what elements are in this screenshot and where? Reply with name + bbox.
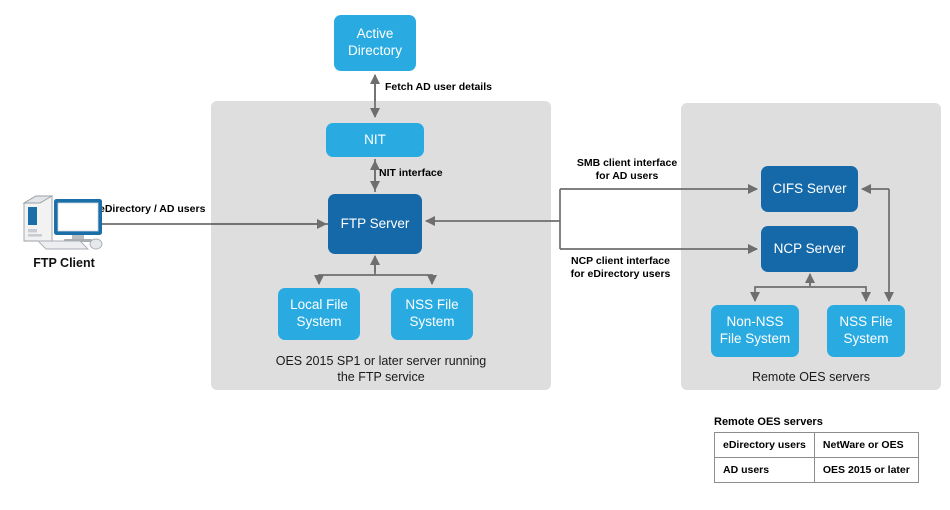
node-ftp-server[interactable]: FTP Server <box>328 194 422 254</box>
node-nss-file-system-remote[interactable]: NSS File System <box>827 305 905 357</box>
node-nss-file-system-local[interactable]: NSS File System <box>391 288 473 340</box>
legend-title: Remote OES servers <box>714 416 823 428</box>
caption-local-oes-server: OES 2015 SP1 or later server running the… <box>275 354 487 385</box>
edge-ftp-to-nss-fs <box>375 274 438 286</box>
node-local-file-system[interactable]: Local File System <box>278 288 360 340</box>
label-fetch-ad-user-details: Fetch AD user details <box>385 81 492 93</box>
legend-platform: NetWare or OES <box>813 432 919 458</box>
edge-ncp-to-nss-fs <box>810 286 872 303</box>
legend-user-type: eDirectory users <box>714 432 815 458</box>
edge-ftp-to-local-fs <box>313 274 375 286</box>
label-ncp-client-interface: NCP client interface for eDirectory user… <box>570 255 671 280</box>
ftp-client-label: FTP Client <box>33 256 95 270</box>
desktop-computer-icon <box>22 195 103 250</box>
node-ncp-server[interactable]: NCP Server <box>761 226 858 272</box>
legend-user-type: AD users <box>714 457 815 483</box>
legend-platform: OES 2015 or later <box>813 457 919 483</box>
label-edirectory-ad-users: eDirectory / AD users <box>99 203 206 215</box>
table-row: AD users OES 2015 or later <box>714 457 919 483</box>
label-smb-client-interface: SMB client interface for AD users <box>576 157 678 182</box>
node-cifs-server[interactable]: CIFS Server <box>761 166 858 212</box>
label-nit-interface: NIT interface <box>379 167 443 179</box>
node-nit[interactable]: NIT <box>326 123 424 157</box>
edge-ncp-to-non-nss-fs <box>749 286 810 303</box>
table-row: eDirectory users NetWare or OES <box>714 432 919 458</box>
caption-remote-oes-servers: Remote OES servers <box>751 370 871 384</box>
legend-table: eDirectory users NetWare or OES AD users… <box>714 432 919 483</box>
node-non-nss-file-system[interactable]: Non-NSS File System <box>711 305 799 357</box>
node-active-directory[interactable]: Active Directory <box>334 15 416 71</box>
